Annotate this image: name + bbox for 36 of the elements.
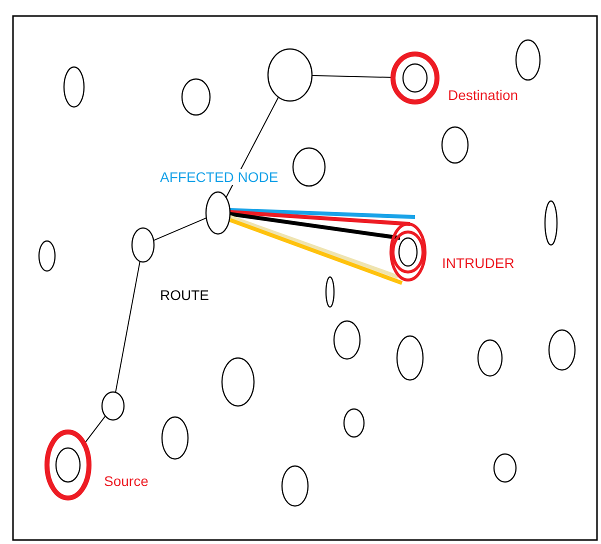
node-circle [280,464,310,508]
route-line [84,416,106,443]
route-line [312,75,392,78]
node-circle [100,390,126,422]
node-circle [332,319,362,361]
node-label: AFFECTED NODE [160,169,278,185]
route-line [153,217,207,241]
highlighted-node [389,220,427,284]
node-circle [37,239,57,273]
node-circle [476,338,504,378]
node-circle [440,125,470,165]
node-circle [324,275,336,309]
node-circle [514,38,542,82]
route-line [115,260,140,393]
node-circle [492,452,518,484]
node-circle [547,328,577,372]
link-line [230,212,400,240]
highlighted-node [389,50,441,106]
node-label: Destination [448,87,518,103]
node-circle [395,334,425,382]
link-line [230,210,410,226]
node-circle [543,199,559,247]
node-circle [342,407,366,439]
node-circle [180,77,212,117]
highlighted-node [43,428,93,502]
link-line [230,208,416,219]
node-circle [130,226,156,264]
node-circle [266,47,314,103]
node-circle [220,356,256,408]
node-circle [204,190,232,236]
route-label: ROUTE [160,287,209,303]
node-circle [160,415,190,461]
node-circle [62,65,86,109]
node-circle [291,146,327,188]
node-label: INTRUDER [442,255,514,271]
node-label: Source [104,473,148,489]
